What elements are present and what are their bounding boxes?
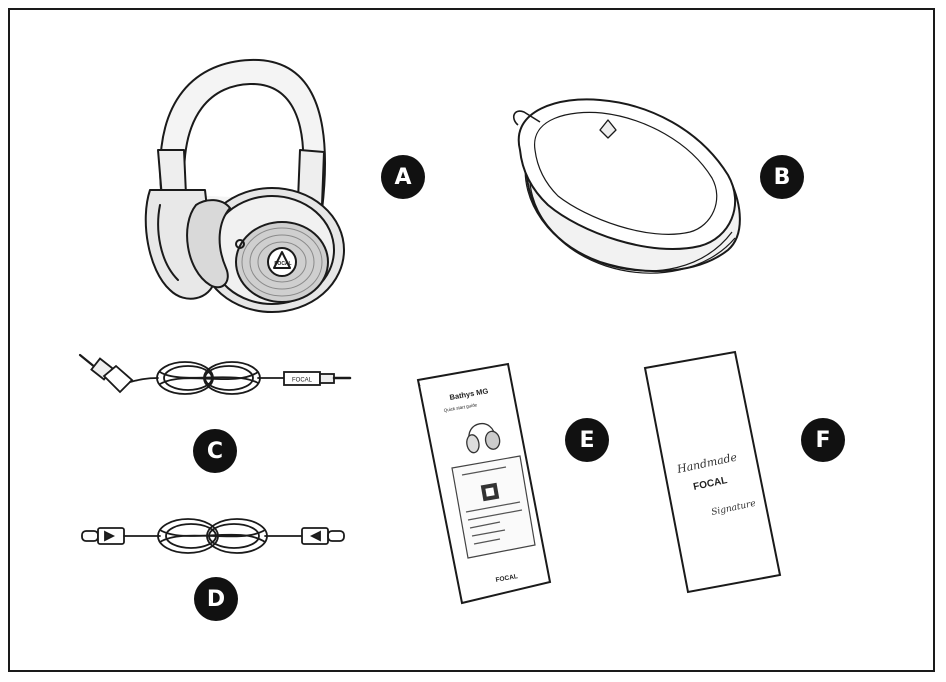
carrying-case-icon bbox=[512, 98, 741, 274]
headphone-logo: FOCAL bbox=[274, 261, 291, 267]
audio-cable-icon bbox=[78, 353, 352, 395]
headphones-icon bbox=[144, 58, 345, 313]
signature-card-icon: Handmade FOCAL Signature bbox=[643, 350, 782, 594]
label-a-badge: A bbox=[381, 155, 425, 199]
label-b-badge: B bbox=[760, 155, 804, 199]
cable-logo: FOCAL bbox=[292, 378, 313, 384]
guide-subtitle: Quick start guide bbox=[443, 402, 478, 413]
label-e-badge: E bbox=[565, 418, 609, 462]
label-f-badge: F bbox=[801, 418, 845, 462]
usb-c-cable-icon bbox=[81, 518, 345, 554]
label-d-badge: D bbox=[194, 577, 238, 621]
quick-start-guide-icon: Bathys MG Quick start guide FOCAL bbox=[416, 362, 552, 605]
guide-logo: FOCAL bbox=[495, 573, 518, 584]
label-c-badge: C bbox=[193, 429, 237, 473]
